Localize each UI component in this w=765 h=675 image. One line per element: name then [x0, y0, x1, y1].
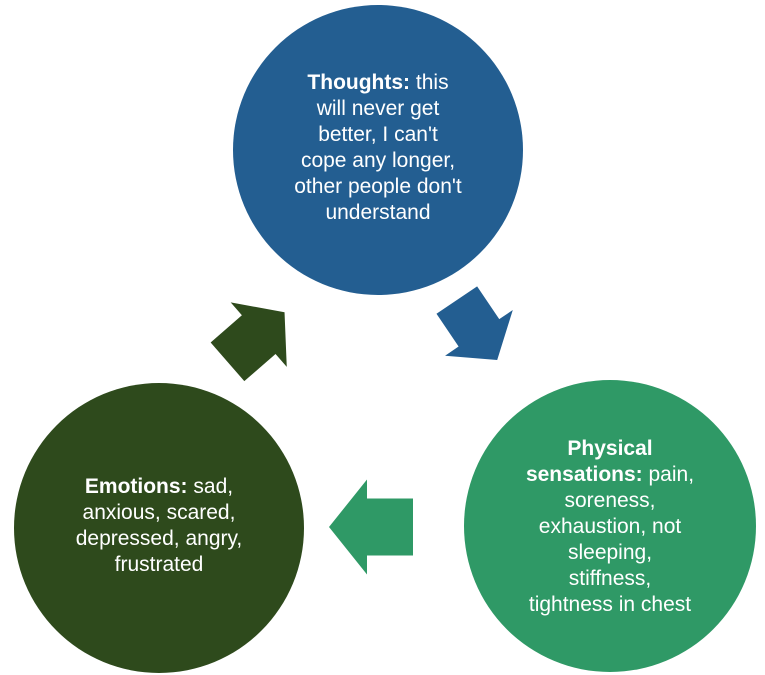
physical-label: Physical	[567, 437, 653, 460]
text-line: cope any longer,	[300, 149, 456, 172]
text-line: sleeping,	[567, 541, 653, 564]
arrow-emotions-to-thoughts-icon	[210, 302, 287, 382]
text-line: better, I can't	[318, 123, 438, 146]
text-line: understand	[325, 201, 431, 224]
text-line: anxious, scared,	[82, 501, 236, 524]
text-line: sensations: pain,	[525, 463, 695, 486]
text-line: frustrated	[114, 553, 204, 576]
text-line: will never get	[316, 97, 440, 120]
arrow-physical-to-emotions-icon	[329, 479, 413, 575]
thoughts-label: Thoughts:	[307, 71, 411, 94]
thoughts-circle	[233, 5, 523, 295]
text-line: exhaustion, not	[538, 515, 682, 538]
sensations-label: sensations:	[525, 463, 643, 486]
text-line: other people don't	[294, 175, 462, 198]
thoughts-text: Thoughts: this will never get better, I …	[258, 70, 498, 226]
text-line: Thoughts: this	[307, 71, 449, 94]
emotions-circle	[14, 383, 304, 673]
emotions-label: Emotions:	[84, 475, 188, 498]
text-line: stiffness,	[568, 567, 652, 590]
text-line: soreness,	[564, 489, 656, 512]
text-line: Emotions: sad,	[84, 475, 234, 498]
arrow-thoughts-to-physical-icon	[436, 286, 513, 360]
text-line: depressed, angry,	[75, 527, 243, 550]
text-line: Physical	[490, 436, 730, 462]
text-line: tightness in chest	[528, 593, 692, 616]
physical-sensations-text: Physical sensations: pain, soreness, exh…	[490, 436, 730, 618]
emotions-text: Emotions: sad, anxious, scared, depresse…	[39, 474, 279, 578]
physical-sensations-circle	[464, 380, 756, 672]
